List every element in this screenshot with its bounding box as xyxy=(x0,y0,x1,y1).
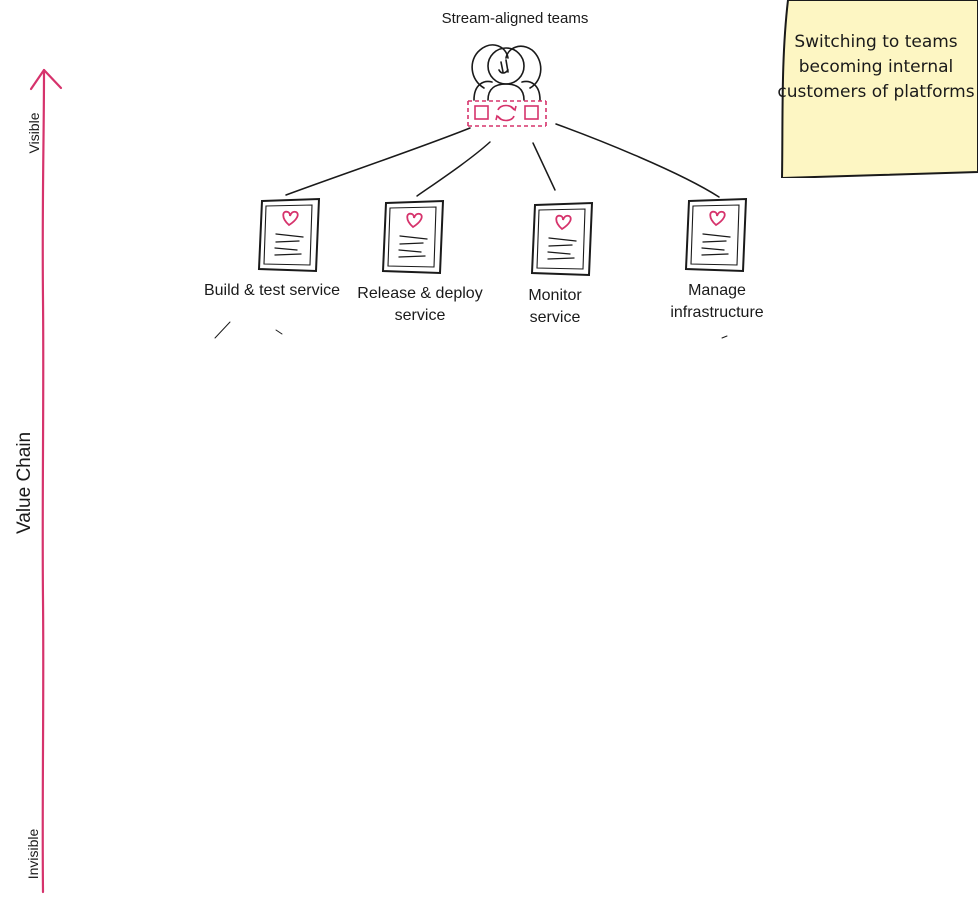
heart-document-icon xyxy=(257,197,321,273)
axis-bottom-label: Invisible xyxy=(25,828,41,880)
value-chain-axis-arrowhead xyxy=(29,68,63,91)
connector-release-deploy xyxy=(416,141,491,197)
sticky-note-text: Switching to teams becoming internal cus… xyxy=(777,32,975,102)
capability-label-manage-infra: Manage infrastructure xyxy=(670,282,764,321)
connector-monitor xyxy=(532,142,556,191)
capability-label-build-test: Build & test service xyxy=(203,282,341,299)
value-chain-axis-line xyxy=(41,68,46,894)
capability-label-monitor: Monitor service xyxy=(528,287,582,326)
dependency-stubs xyxy=(214,321,728,339)
heart-document-icon xyxy=(381,199,445,275)
capability-label-release-deploy: Release & deploy service xyxy=(357,285,483,324)
people-group-icon xyxy=(471,44,542,101)
connectors xyxy=(285,123,720,198)
sticky-note xyxy=(780,0,978,178)
team-label: Stream-aligned teams xyxy=(441,10,589,27)
connector-manage-infra xyxy=(555,123,720,198)
connector-build-test xyxy=(285,127,471,196)
team-badge xyxy=(467,100,547,127)
axis-title: Value Chain xyxy=(14,431,35,534)
heart-document-icon xyxy=(530,201,594,277)
heart-document-icon xyxy=(684,197,748,273)
axis-top-label: Visible xyxy=(26,112,42,154)
